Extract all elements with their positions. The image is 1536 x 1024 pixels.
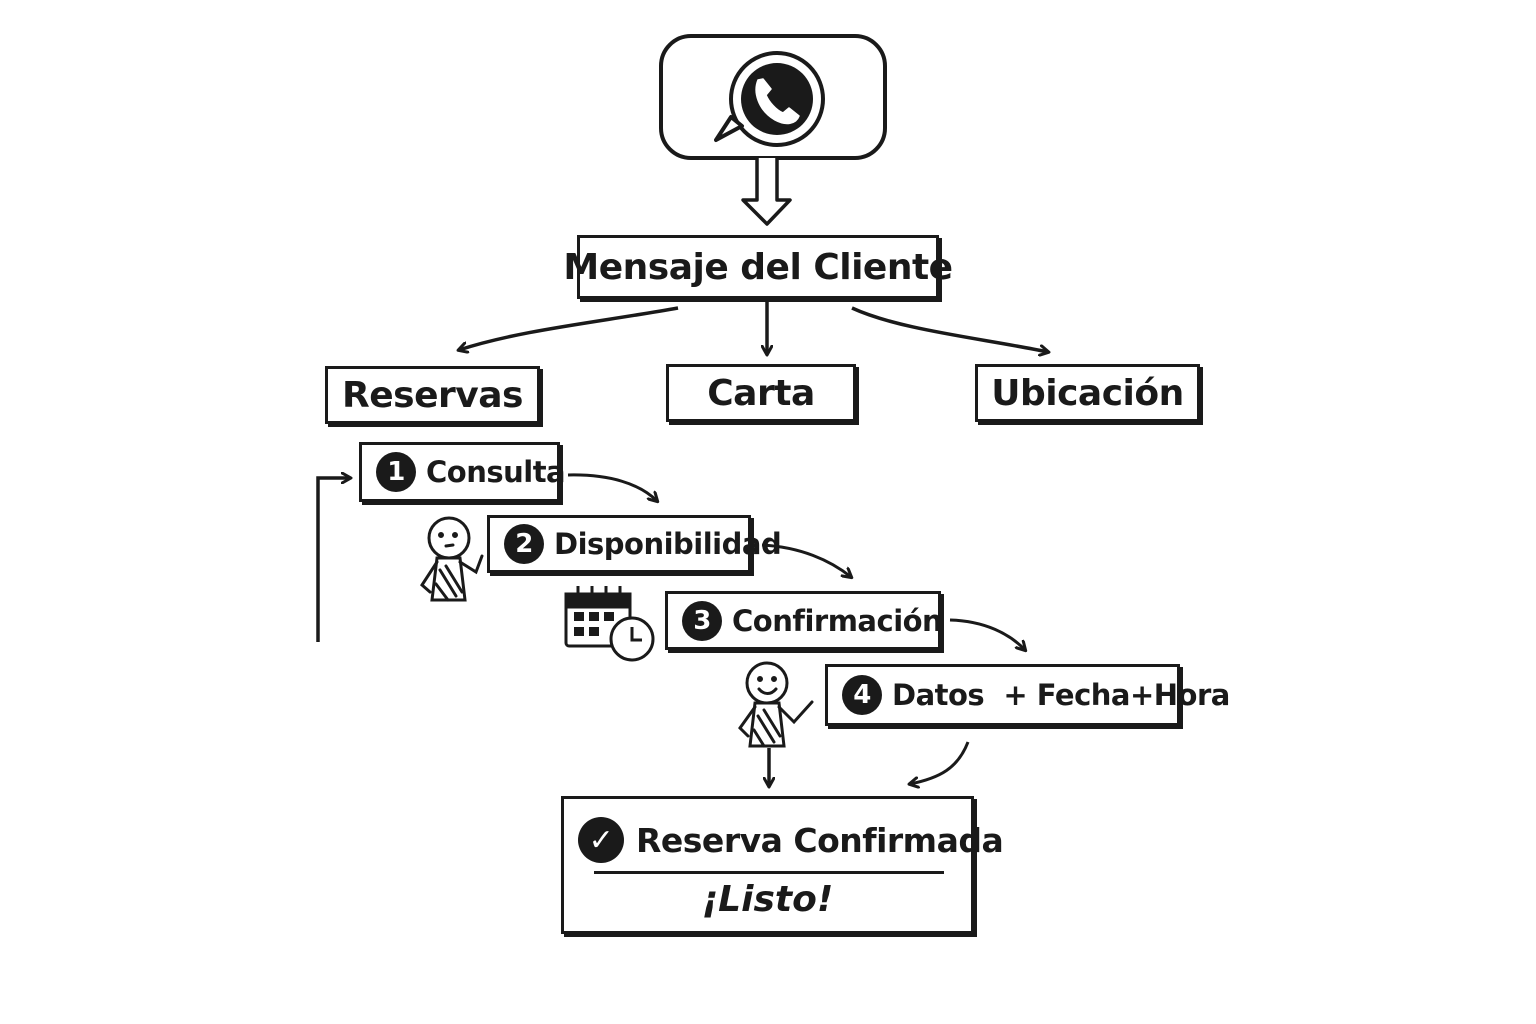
step-number-badge: 3 (682, 600, 722, 641)
loop-arrow-to-consulta (316, 478, 350, 642)
result-subtitle: ¡Listo! (701, 879, 834, 920)
arrow-disponibilidad-to-confirmacion (761, 543, 851, 577)
step-number-badge: 2 (504, 524, 544, 564)
step-confirmacion-label: Confirmación (732, 603, 943, 638)
arrow-consulta-to-disponibilidad (567, 473, 657, 501)
branch-reservas: Reservas (325, 366, 540, 424)
step-confirmacion: 3 Confirmación (665, 591, 943, 650)
step-number-badge: 1 (376, 452, 416, 492)
root-node: Mensaje del Cliente (563, 235, 953, 299)
arrow-root-to-reservas (459, 306, 679, 350)
step-disponibilidad-label: Disponibilidad (554, 527, 782, 561)
check-circle-icon: ✓ (578, 817, 624, 863)
step-disponibilidad: 2 Disponibilidad (487, 515, 782, 573)
branch-ubicacion-label: Ubicación (991, 372, 1184, 414)
arrow-bubble-to-root (741, 158, 792, 226)
step-datos: 4 Datos + Fecha+Hora (825, 664, 1230, 726)
happy-person-icon (738, 661, 814, 748)
branch-ubicacion: Ubicación (975, 364, 1200, 422)
whatsapp-icon (659, 34, 887, 160)
branch-carta-label: Carta (707, 372, 815, 414)
result-title: Reserva Confirmada (636, 820, 1004, 860)
arrow-confirmacion-to-datos (949, 618, 1025, 650)
branch-reservas-label: Reservas (342, 374, 523, 416)
result-node: ✓ Reserva Confirmada ¡Listo! (561, 796, 1004, 934)
root-label: Mensaje del Cliente (563, 246, 953, 288)
step-consulta: 1 Consulta (359, 442, 566, 502)
calendar-clock-icon (564, 586, 655, 662)
arrow-datos-to-result (910, 741, 970, 784)
branch-carta: Carta (666, 364, 856, 422)
result-title-row: ✓ Reserva Confirmada (578, 817, 1004, 863)
result-divider (594, 871, 944, 874)
arrow-root-to-ubicacion (851, 306, 1048, 352)
step-consulta-label: Consulta (426, 455, 566, 489)
step-datos-label: Datos + Fecha+Hora (892, 678, 1230, 712)
step-number-badge: 4 (842, 675, 882, 715)
thinking-person-icon (420, 516, 484, 602)
